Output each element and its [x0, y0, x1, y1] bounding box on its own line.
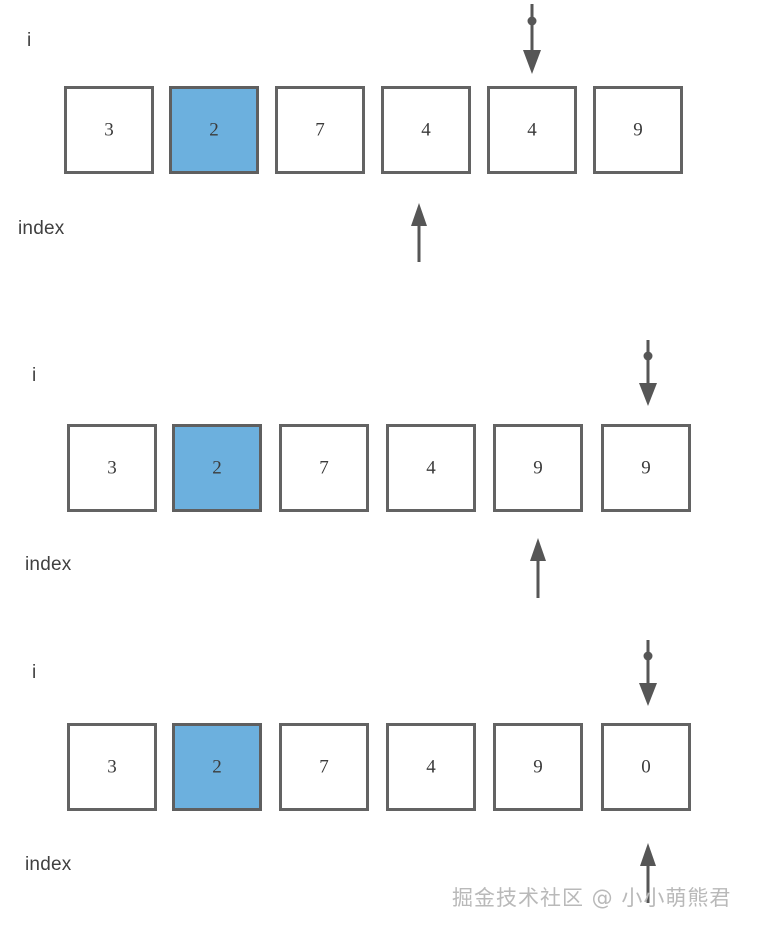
label-index-row2: index	[25, 554, 72, 575]
array-cell[interactable]: 7	[275, 86, 365, 174]
cell-value: 3	[104, 119, 114, 141]
array-cell[interactable]: 9	[493, 723, 583, 811]
watermark: 掘金技术社区 @ 小小萌熊君	[452, 886, 732, 910]
diagram-step-2: i index 3 2 7 4 9 9	[0, 330, 768, 630]
cell-value: 9	[533, 457, 543, 479]
cell-value: 3	[107, 756, 117, 778]
i-pointer-arrow-row1	[516, 2, 548, 76]
cell-value: 4	[421, 119, 431, 141]
array-cell[interactable]: 9	[493, 424, 583, 512]
i-pointer-arrow-row2	[632, 338, 664, 408]
cell-value: 4	[426, 756, 436, 778]
array-cell[interactable]: 4	[381, 86, 471, 174]
array-cell[interactable]: 9	[593, 86, 683, 174]
cell-value: 9	[641, 457, 651, 479]
cell-value: 0	[641, 756, 651, 778]
array-cell[interactable]: 3	[67, 424, 157, 512]
cell-value: 9	[533, 756, 543, 778]
cell-value: 2	[212, 756, 222, 778]
cell-value: 7	[315, 119, 325, 141]
array-cell[interactable]: 0	[601, 723, 691, 811]
label-i-row3: i	[32, 662, 37, 683]
index-pointer-arrow-row1	[404, 202, 434, 264]
label-i-row2: i	[32, 365, 37, 386]
array-cell-highlighted[interactable]: 2	[169, 86, 259, 174]
cell-value: 2	[212, 457, 222, 479]
cell-value: 4	[426, 457, 436, 479]
cell-value: 2	[209, 119, 219, 141]
array-cell[interactable]: 3	[67, 723, 157, 811]
cell-value: 4	[527, 119, 537, 141]
diagram-step-1: i index 3 2 7 4 4 9	[0, 0, 768, 300]
label-i-row1: i	[27, 30, 32, 51]
array-cell[interactable]: 4	[487, 86, 577, 174]
array-cell[interactable]: 7	[279, 723, 369, 811]
cell-value: 3	[107, 457, 117, 479]
label-index-row3: index	[25, 854, 72, 875]
label-index-row1: index	[18, 218, 65, 239]
cell-value: 7	[319, 756, 329, 778]
array-cell[interactable]: 4	[386, 424, 476, 512]
array-cell[interactable]: 9	[601, 424, 691, 512]
array-cell-highlighted[interactable]: 2	[172, 424, 262, 512]
array-cell[interactable]: 4	[386, 723, 476, 811]
cell-value: 7	[319, 457, 329, 479]
i-pointer-arrow-row3	[632, 638, 664, 708]
index-pointer-arrow-row3	[633, 842, 663, 905]
cell-value: 9	[633, 119, 643, 141]
array-cell[interactable]: 3	[64, 86, 154, 174]
index-pointer-arrow-row2	[523, 537, 553, 600]
array-cell-highlighted[interactable]: 2	[172, 723, 262, 811]
array-cell[interactable]: 7	[279, 424, 369, 512]
diagram-step-3: i index 3 2 7 4 9 0	[0, 630, 768, 941]
